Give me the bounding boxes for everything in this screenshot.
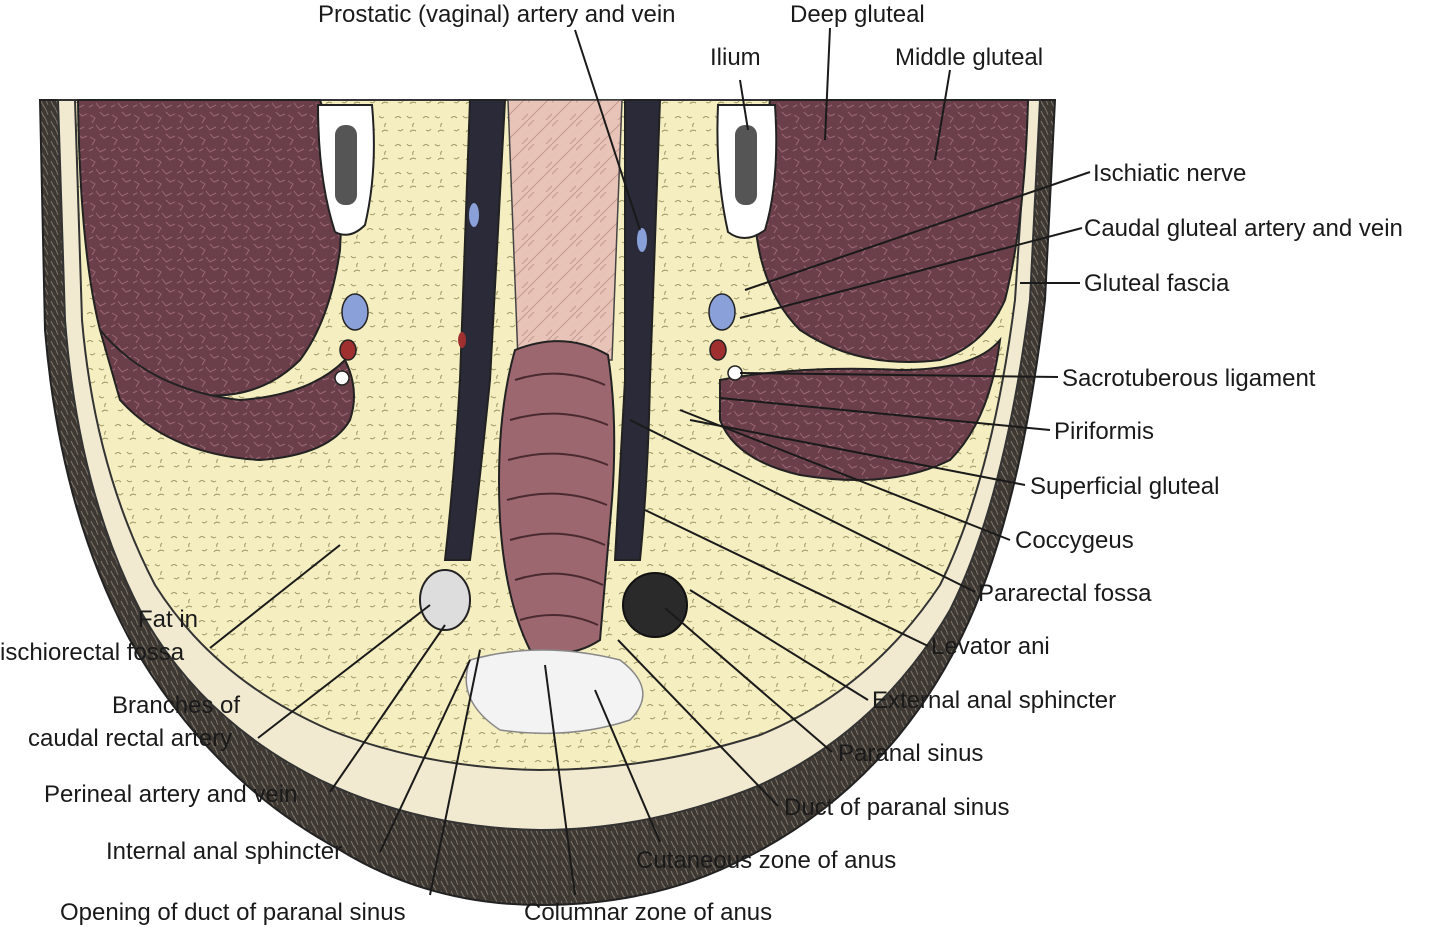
label-middle-gluteal: Middle gluteal — [895, 44, 1043, 71]
label-columnar-zone: Columnar zone of anus — [524, 899, 772, 926]
leader-lines — [209, 27, 1091, 896]
label-caudal-gluteal: Caudal gluteal artery and vein — [1084, 215, 1403, 242]
left-caudal-gluteal-artery — [339, 339, 357, 361]
left-caudal-gluteal-vein — [341, 293, 369, 331]
right-caudal-gluteal-vein — [708, 293, 736, 331]
left-sacrotuberous — [334, 370, 350, 386]
left-pelvic-wall — [443, 99, 507, 561]
right-prostatic-vessel — [637, 228, 647, 252]
label-perineal: Perineal artery and vein — [44, 781, 297, 808]
label-ilium: Ilium — [710, 44, 761, 71]
label-prostatic: Prostatic (vaginal) artery and vein — [318, 1, 676, 28]
left-ilium-marrow — [335, 125, 357, 205]
right-caudal-gluteal-artery — [709, 339, 727, 361]
rectal-folds — [506, 372, 609, 626]
label-piriformis: Piriformis — [1054, 418, 1154, 445]
rectum — [498, 340, 616, 655]
label-pararectal-fossa: Pararectal fossa — [978, 580, 1152, 607]
label-ischiatic-nerve: Ischiatic nerve — [1093, 160, 1246, 187]
label-branches-line2: caudal rectal artery — [28, 725, 232, 752]
label-superficial-gluteal: Superficial gluteal — [1030, 473, 1219, 500]
right-pelvic-wall — [613, 99, 662, 561]
label-branches-line1: Branches of — [112, 692, 240, 719]
label-external-anal-sphincter: External anal sphincter — [872, 687, 1116, 714]
left-prostatic-vessel — [469, 203, 479, 227]
pelvic-lumen — [507, 99, 623, 361]
label-deep-gluteal: Deep gluteal — [790, 1, 925, 28]
left-superficial-gluteal — [99, 329, 355, 462]
label-internal-anal-sphincter: Internal anal sphincter — [106, 838, 342, 865]
label-levator-ani: Levator ani — [931, 633, 1050, 660]
cutaneous-zone — [465, 649, 644, 735]
left-paranal-sinus — [419, 569, 471, 631]
label-opening-duct: Opening of duct of paranal sinus — [60, 899, 406, 926]
label-coccygeus: Coccygeus — [1015, 527, 1134, 554]
label-cutaneous-zone: Cutaneous zone of anus — [636, 847, 896, 874]
right-ilium-marrow — [735, 125, 757, 205]
right-middle-gluteal — [753, 99, 1030, 363]
label-duct-paranal-sinus: Duct of paranal sinus — [784, 794, 1009, 821]
label-fat-line1: Fat in — [138, 606, 198, 633]
label-gluteal-fascia: Gluteal fascia — [1084, 270, 1230, 297]
right-paranal-sinus — [622, 572, 688, 638]
right-sacrotuberous — [727, 365, 743, 381]
label-sacrotuberous: Sacrotuberous ligament — [1062, 365, 1316, 392]
label-fat-line2: ischiorectal fossa — [0, 639, 185, 666]
left-prostatic-artery — [458, 332, 466, 348]
label-paranal-sinus: Paranal sinus — [838, 740, 983, 767]
